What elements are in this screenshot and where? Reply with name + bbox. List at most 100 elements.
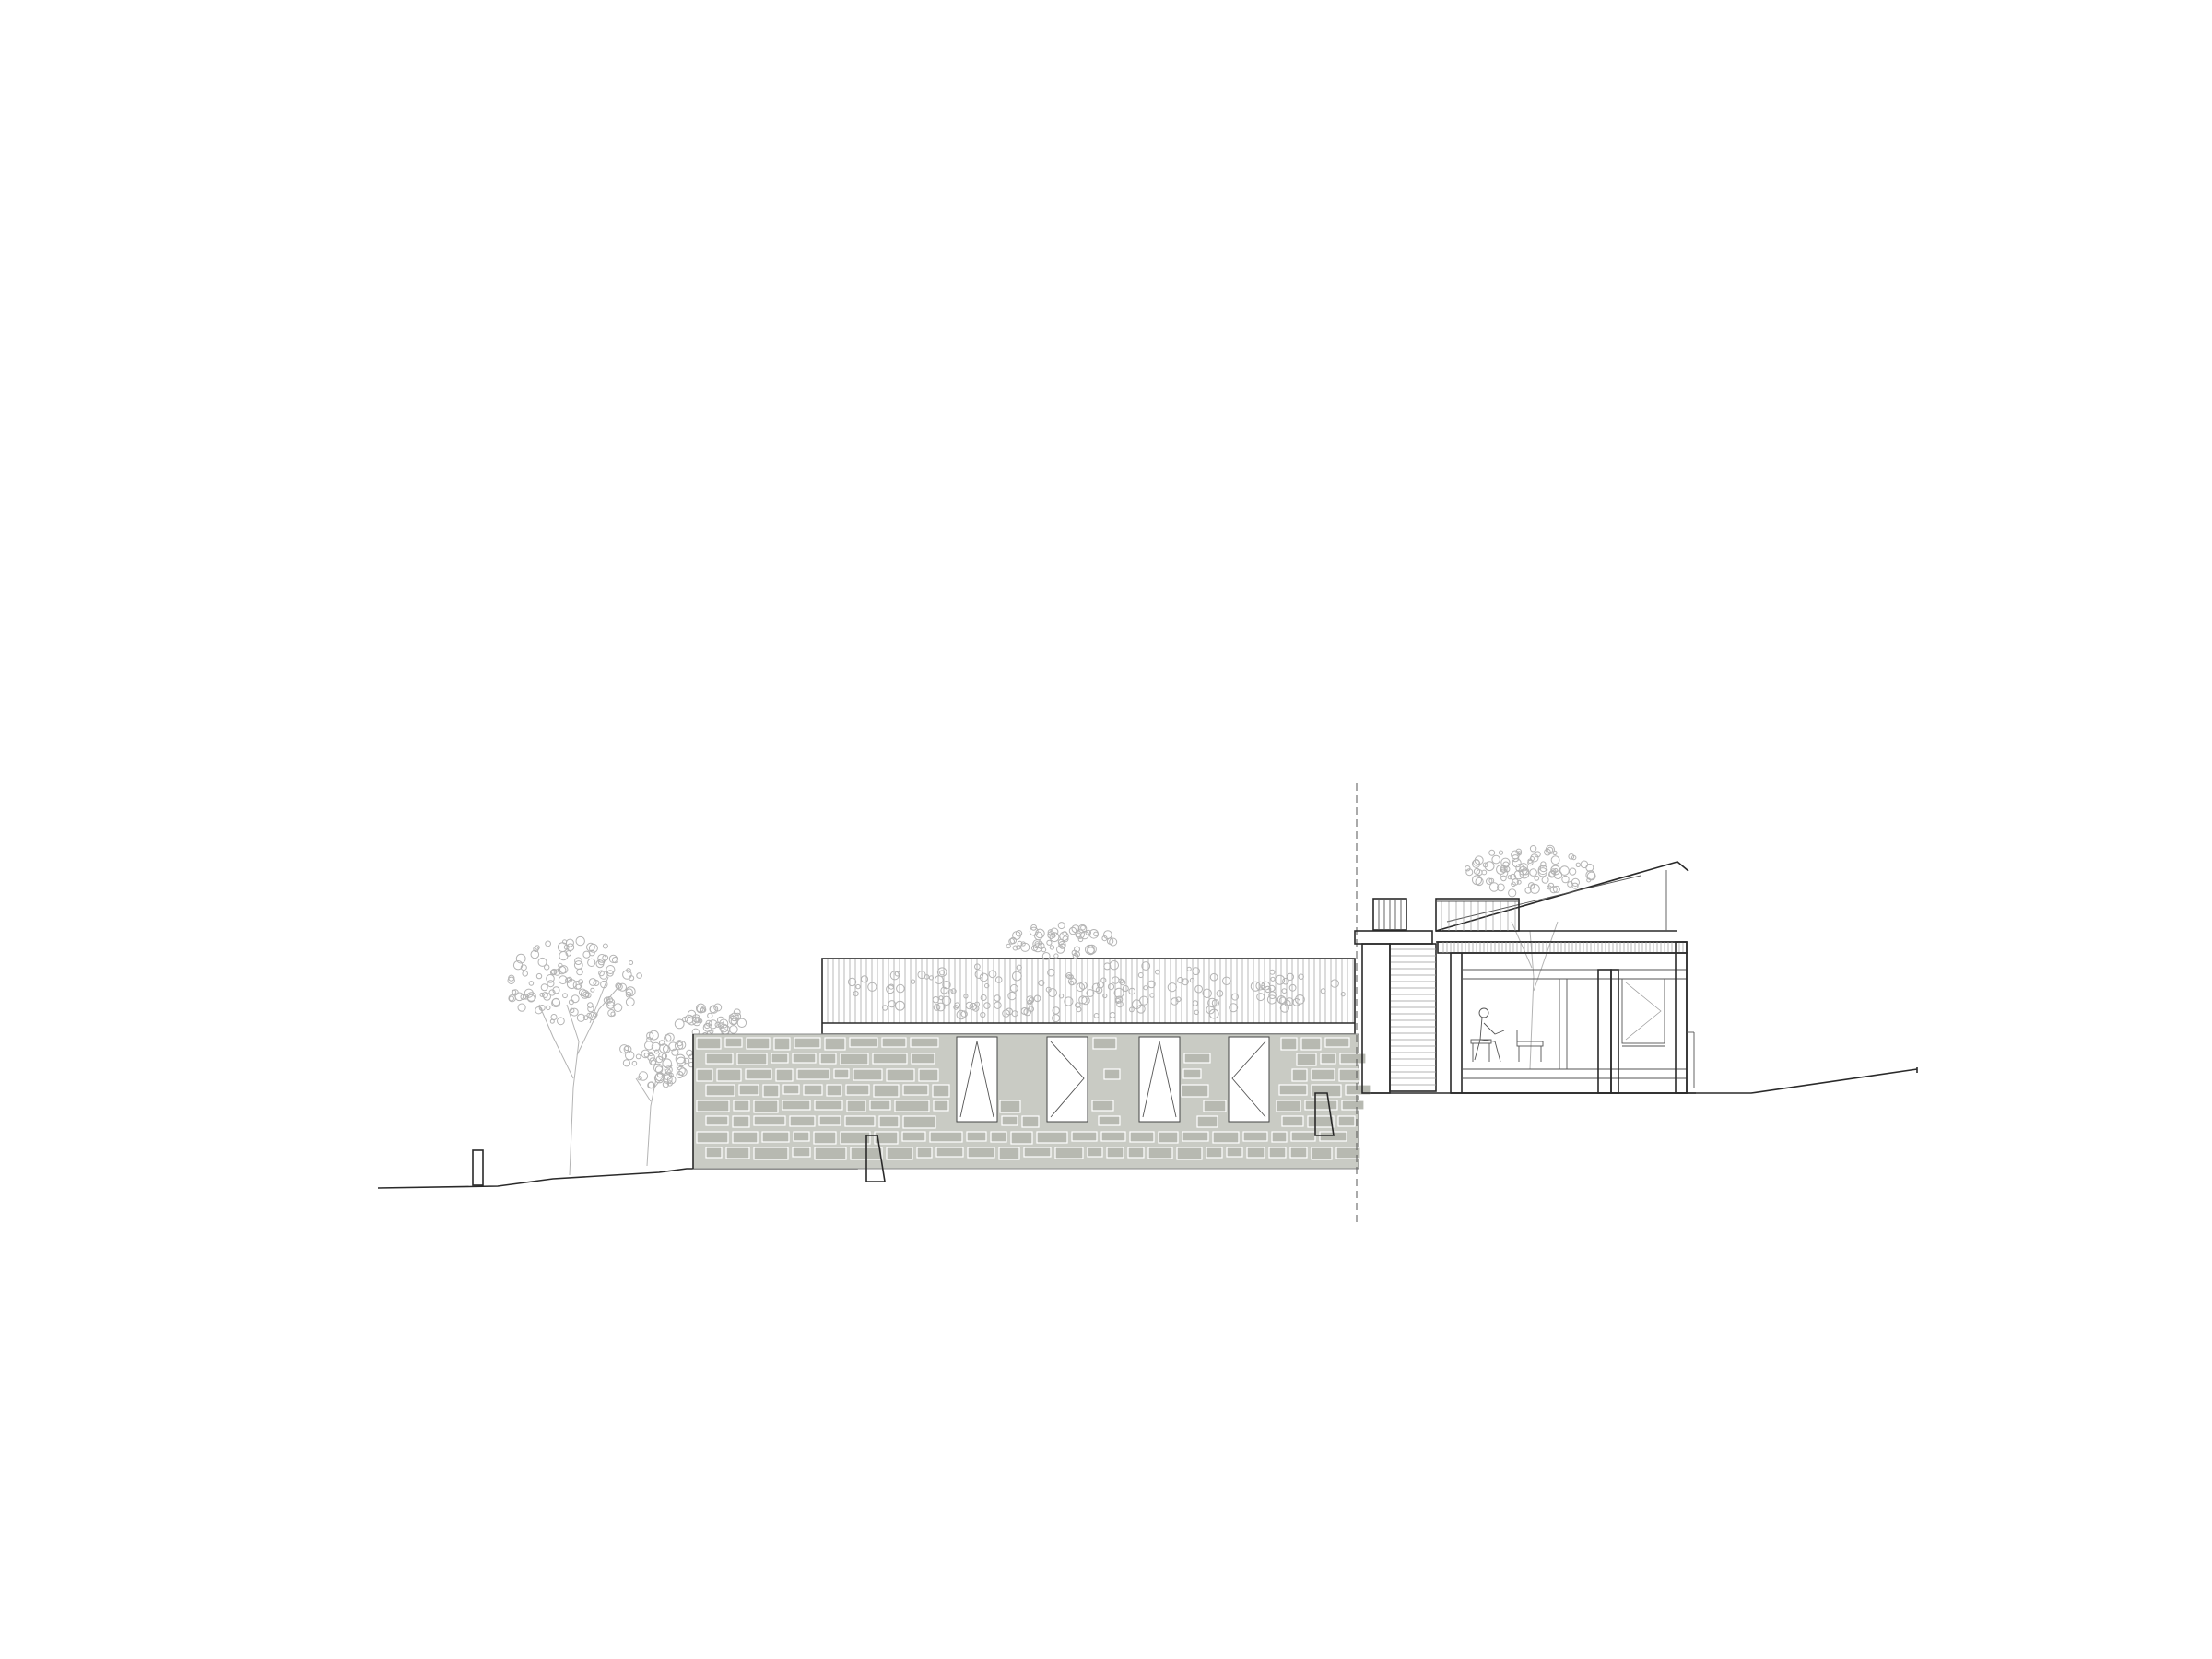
- leaf: [1009, 936, 1018, 945]
- leaf: [980, 1011, 986, 1018]
- stone-block: [753, 1147, 789, 1160]
- stone-block: [705, 1147, 723, 1159]
- leaf: [994, 1001, 1002, 1009]
- stone-block: [771, 1053, 789, 1064]
- stone-block: [1176, 1147, 1203, 1160]
- leaf: [624, 1045, 629, 1052]
- stone-block: [1182, 1131, 1209, 1142]
- leaf: [676, 1040, 683, 1047]
- leaf: [1016, 964, 1022, 971]
- leaf: [568, 999, 574, 1006]
- leaf: [1575, 862, 1582, 867]
- leaf: [1109, 937, 1118, 947]
- stone-block: [998, 1147, 1020, 1160]
- leaf: [520, 964, 527, 971]
- leaf: [551, 997, 560, 1006]
- leaf: [1537, 865, 1548, 876]
- leaf: [1103, 962, 1112, 971]
- stone-block: [911, 1053, 935, 1065]
- leaf: [563, 944, 570, 950]
- leaf: [1548, 870, 1556, 878]
- leaf: [979, 972, 989, 982]
- leaf: [994, 976, 1003, 983]
- leaf: [1503, 865, 1511, 873]
- leaf: [543, 993, 551, 1001]
- leaf: [571, 994, 580, 1004]
- leaf: [1192, 967, 1200, 975]
- leaf: [565, 950, 572, 957]
- leaf: [1115, 995, 1124, 1004]
- leaf: [590, 987, 595, 993]
- leaf: [600, 980, 608, 989]
- stone-block: [1100, 1131, 1126, 1142]
- stone-block: [705, 1084, 735, 1097]
- leaf: [1095, 986, 1103, 994]
- leaf: [662, 1045, 671, 1053]
- leaf: [1250, 981, 1261, 992]
- leaf: [696, 1003, 706, 1014]
- stone-block: [793, 1131, 810, 1142]
- leaf: [733, 1008, 741, 1017]
- leaf: [1208, 1008, 1219, 1019]
- leaf: [1256, 993, 1265, 1002]
- leaf: [983, 1002, 991, 1009]
- leaf: [933, 1004, 941, 1011]
- stone-block: [1071, 1131, 1098, 1142]
- leaf: [512, 960, 524, 971]
- stone-block: [1291, 1068, 1308, 1082]
- leaf: [1511, 881, 1516, 888]
- leaf: [1081, 995, 1090, 1006]
- leaf: [665, 1032, 675, 1042]
- leaf: [1211, 999, 1220, 1007]
- stair-tower: [1354, 898, 1437, 1094]
- leaf: [535, 945, 540, 950]
- stone-block: [746, 1037, 771, 1050]
- leaf: [1282, 977, 1289, 985]
- leaf: [659, 1043, 669, 1053]
- leaf: [994, 994, 1001, 1002]
- leaf: [1076, 1006, 1082, 1013]
- leaf: [1012, 931, 1021, 940]
- leaf: [1167, 982, 1177, 993]
- leaf: [1488, 882, 1500, 892]
- leaf: [1053, 953, 1059, 959]
- stone-block: [1281, 1115, 1304, 1127]
- leaf: [575, 983, 582, 990]
- stone-block: [1098, 1115, 1121, 1126]
- leaf: [1499, 868, 1509, 877]
- leaf: [709, 1006, 717, 1014]
- stone-block: [901, 1131, 926, 1142]
- stone-block: [775, 1068, 794, 1082]
- leaf: [576, 968, 583, 976]
- leaf: [1561, 875, 1570, 884]
- leaf: [517, 1003, 526, 1012]
- leaf: [1270, 976, 1276, 982]
- leaf: [559, 965, 569, 974]
- leaf: [1515, 864, 1524, 873]
- leaf: [582, 1015, 589, 1020]
- leaf: [1085, 929, 1092, 936]
- leaf: [1075, 1002, 1081, 1008]
- leaf: [1035, 928, 1045, 939]
- stone-block: [803, 1084, 823, 1096]
- pavilion: [1435, 844, 1696, 1094]
- leaf: [1027, 999, 1032, 1006]
- stone-block: [824, 1037, 846, 1051]
- leaf: [587, 1002, 594, 1008]
- stone-block: [814, 1147, 847, 1160]
- leaf: [668, 1072, 674, 1077]
- leaf: [1075, 929, 1085, 939]
- stone-block: [1335, 1147, 1361, 1159]
- stone-block: [932, 1084, 950, 1098]
- leaf: [1500, 866, 1506, 872]
- leaf: [544, 964, 550, 971]
- stone-block: [1212, 1131, 1240, 1144]
- leaf: [924, 974, 930, 980]
- stone-block: [1337, 1115, 1356, 1127]
- leaf: [550, 968, 558, 975]
- leaf: [587, 958, 596, 968]
- leaf: [984, 982, 990, 989]
- stone-block: [1054, 1147, 1084, 1159]
- leaf: [1512, 854, 1520, 863]
- leaf: [631, 1060, 638, 1066]
